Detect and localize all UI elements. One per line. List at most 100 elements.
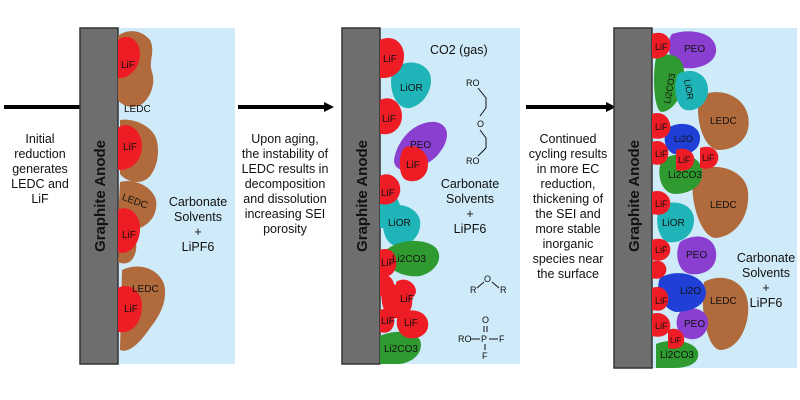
peo-label: PEO (686, 250, 707, 261)
lif-label: LiF (655, 122, 668, 132)
ledc-label: LEDC (124, 104, 151, 115)
solvent-label-line-4: LiPF6 (454, 222, 487, 236)
panel-3: Graphite Anode LiF PEO Li2CO3 Li (613, 27, 797, 369)
co2-gas-label: CO2 (gas) (430, 43, 488, 57)
graphite-anode-label-3: Graphite Anode (626, 140, 643, 252)
step-3-description: Continued cycling results in more EC red… (528, 132, 608, 281)
lior-particle (382, 205, 421, 246)
li2o-label: Li2O (680, 286, 701, 297)
lif-particle (380, 37, 404, 78)
lif-label: LiF (670, 336, 681, 345)
lior-label: LiOR (662, 218, 685, 229)
lif-label: LiF (406, 160, 420, 171)
solvent-label-line-1: Carbonate (737, 251, 795, 265)
lif-particle (652, 286, 669, 311)
ledc-particle (692, 166, 749, 238)
lif-particle (652, 32, 671, 59)
lif-particle (380, 274, 395, 297)
lif-label: LiF (382, 114, 396, 125)
lif-particle (380, 98, 402, 135)
li2co3-particle (656, 340, 699, 368)
ether-r-right: R (500, 285, 507, 295)
lif-label: LiF (381, 258, 395, 269)
lif-label: LiF (121, 60, 135, 71)
lif-particle (652, 312, 671, 337)
phosphate-molecule: O RO P F F (458, 315, 505, 361)
lif-label: LiF (400, 294, 414, 305)
phosphate-f-right: F (499, 334, 505, 344)
lif-label: LiF (655, 321, 668, 331)
peo-label: PEO (684, 319, 705, 330)
lif-particle (676, 148, 695, 171)
lif-particle (652, 190, 671, 215)
solvent-label-line-3: + (194, 225, 201, 239)
lif-particle (652, 260, 667, 279)
lior-particle (390, 62, 432, 109)
glycol-ro-bottom: RO (466, 156, 480, 166)
lif-label: LiF (124, 304, 138, 315)
graphite-anode-2 (341, 27, 381, 365)
lif-particle (118, 36, 140, 78)
lior-label: LiOR (682, 79, 695, 101)
lior-particle (657, 202, 694, 243)
li2co3-label: Li2CO3 (392, 254, 426, 265)
lif-label: LiF (655, 42, 668, 52)
lif-particle (118, 125, 142, 170)
solvent-label-line-2: Solvents (174, 210, 222, 224)
lif-particle (700, 146, 719, 169)
graphite-anode-label-1: Graphite Anode (92, 140, 109, 252)
solvent-label-line-1: Carbonate (169, 195, 227, 209)
li2o-particle (658, 273, 706, 312)
lior-label: LiOR (400, 83, 423, 94)
lior-particle (675, 70, 708, 111)
lif-particle (380, 308, 395, 333)
lif-particle (118, 208, 140, 253)
lif-label: LiF (702, 153, 715, 163)
solvent-label-line-3: + (466, 207, 473, 221)
step-2-description: Upon aging, the instability of LEDC resu… (241, 132, 329, 236)
peo-particle (677, 236, 717, 275)
solvent-label-line-2: Solvents (742, 266, 790, 280)
glycol-ro-top: RO (466, 78, 480, 88)
lif-particle (396, 310, 429, 339)
panel-1: Graphite Anode LiF LEDC LiF LEDC LiF LED… (79, 27, 235, 365)
ledc-label: LEDC (710, 116, 737, 127)
lif-label: LiF (678, 155, 691, 165)
ledc-label: LEDC (132, 284, 159, 295)
peo-particle (676, 308, 708, 340)
lif-label: LiF (381, 316, 395, 327)
peo-label: PEO (410, 140, 431, 151)
lif-label: LiF (655, 296, 668, 306)
li2co3-particle (380, 331, 421, 364)
graphite-anode-3 (613, 27, 653, 369)
li2co3-label: Li2CO3 (660, 350, 694, 361)
lif-particle (396, 279, 416, 300)
solvent-label-line-3: + (762, 281, 769, 295)
lif-label: LiF (383, 54, 397, 65)
lif-label: LiF (123, 142, 137, 153)
peo-label: PEO (684, 44, 705, 55)
ledc-particle (698, 92, 749, 150)
lif-particle (652, 140, 669, 165)
ledc-label: LEDC (710, 296, 737, 307)
phosphate-o: O (482, 315, 489, 325)
solvent-label-line-4: LiPF6 (182, 240, 215, 254)
lif-label: LiF (655, 199, 668, 209)
lif-particle (652, 112, 671, 139)
ledc-particle (702, 277, 749, 350)
lif-label: LiF (655, 245, 668, 255)
step-1-description: Initial reduction generates LEDC and LiF (11, 132, 69, 206)
lif-particle (118, 286, 142, 333)
lif-particle (380, 248, 397, 277)
li2co3-label: Li2CO3 (668, 170, 702, 181)
li2o-particle (664, 123, 700, 155)
solvent-label-line-1: Carbonate (441, 177, 499, 191)
graphite-anode-1 (79, 27, 119, 365)
lif-particle (668, 328, 685, 349)
solvent-label-line-4: LiPF6 (750, 296, 783, 310)
panel-2: Graphite Anode LiF LiOR LiF PEO LiF LiF … (341, 27, 520, 365)
glycol-ether-molecule: RO O RO (466, 78, 487, 166)
li2o-label: Li2O (674, 134, 693, 144)
ether-molecule: R O R (470, 274, 507, 295)
